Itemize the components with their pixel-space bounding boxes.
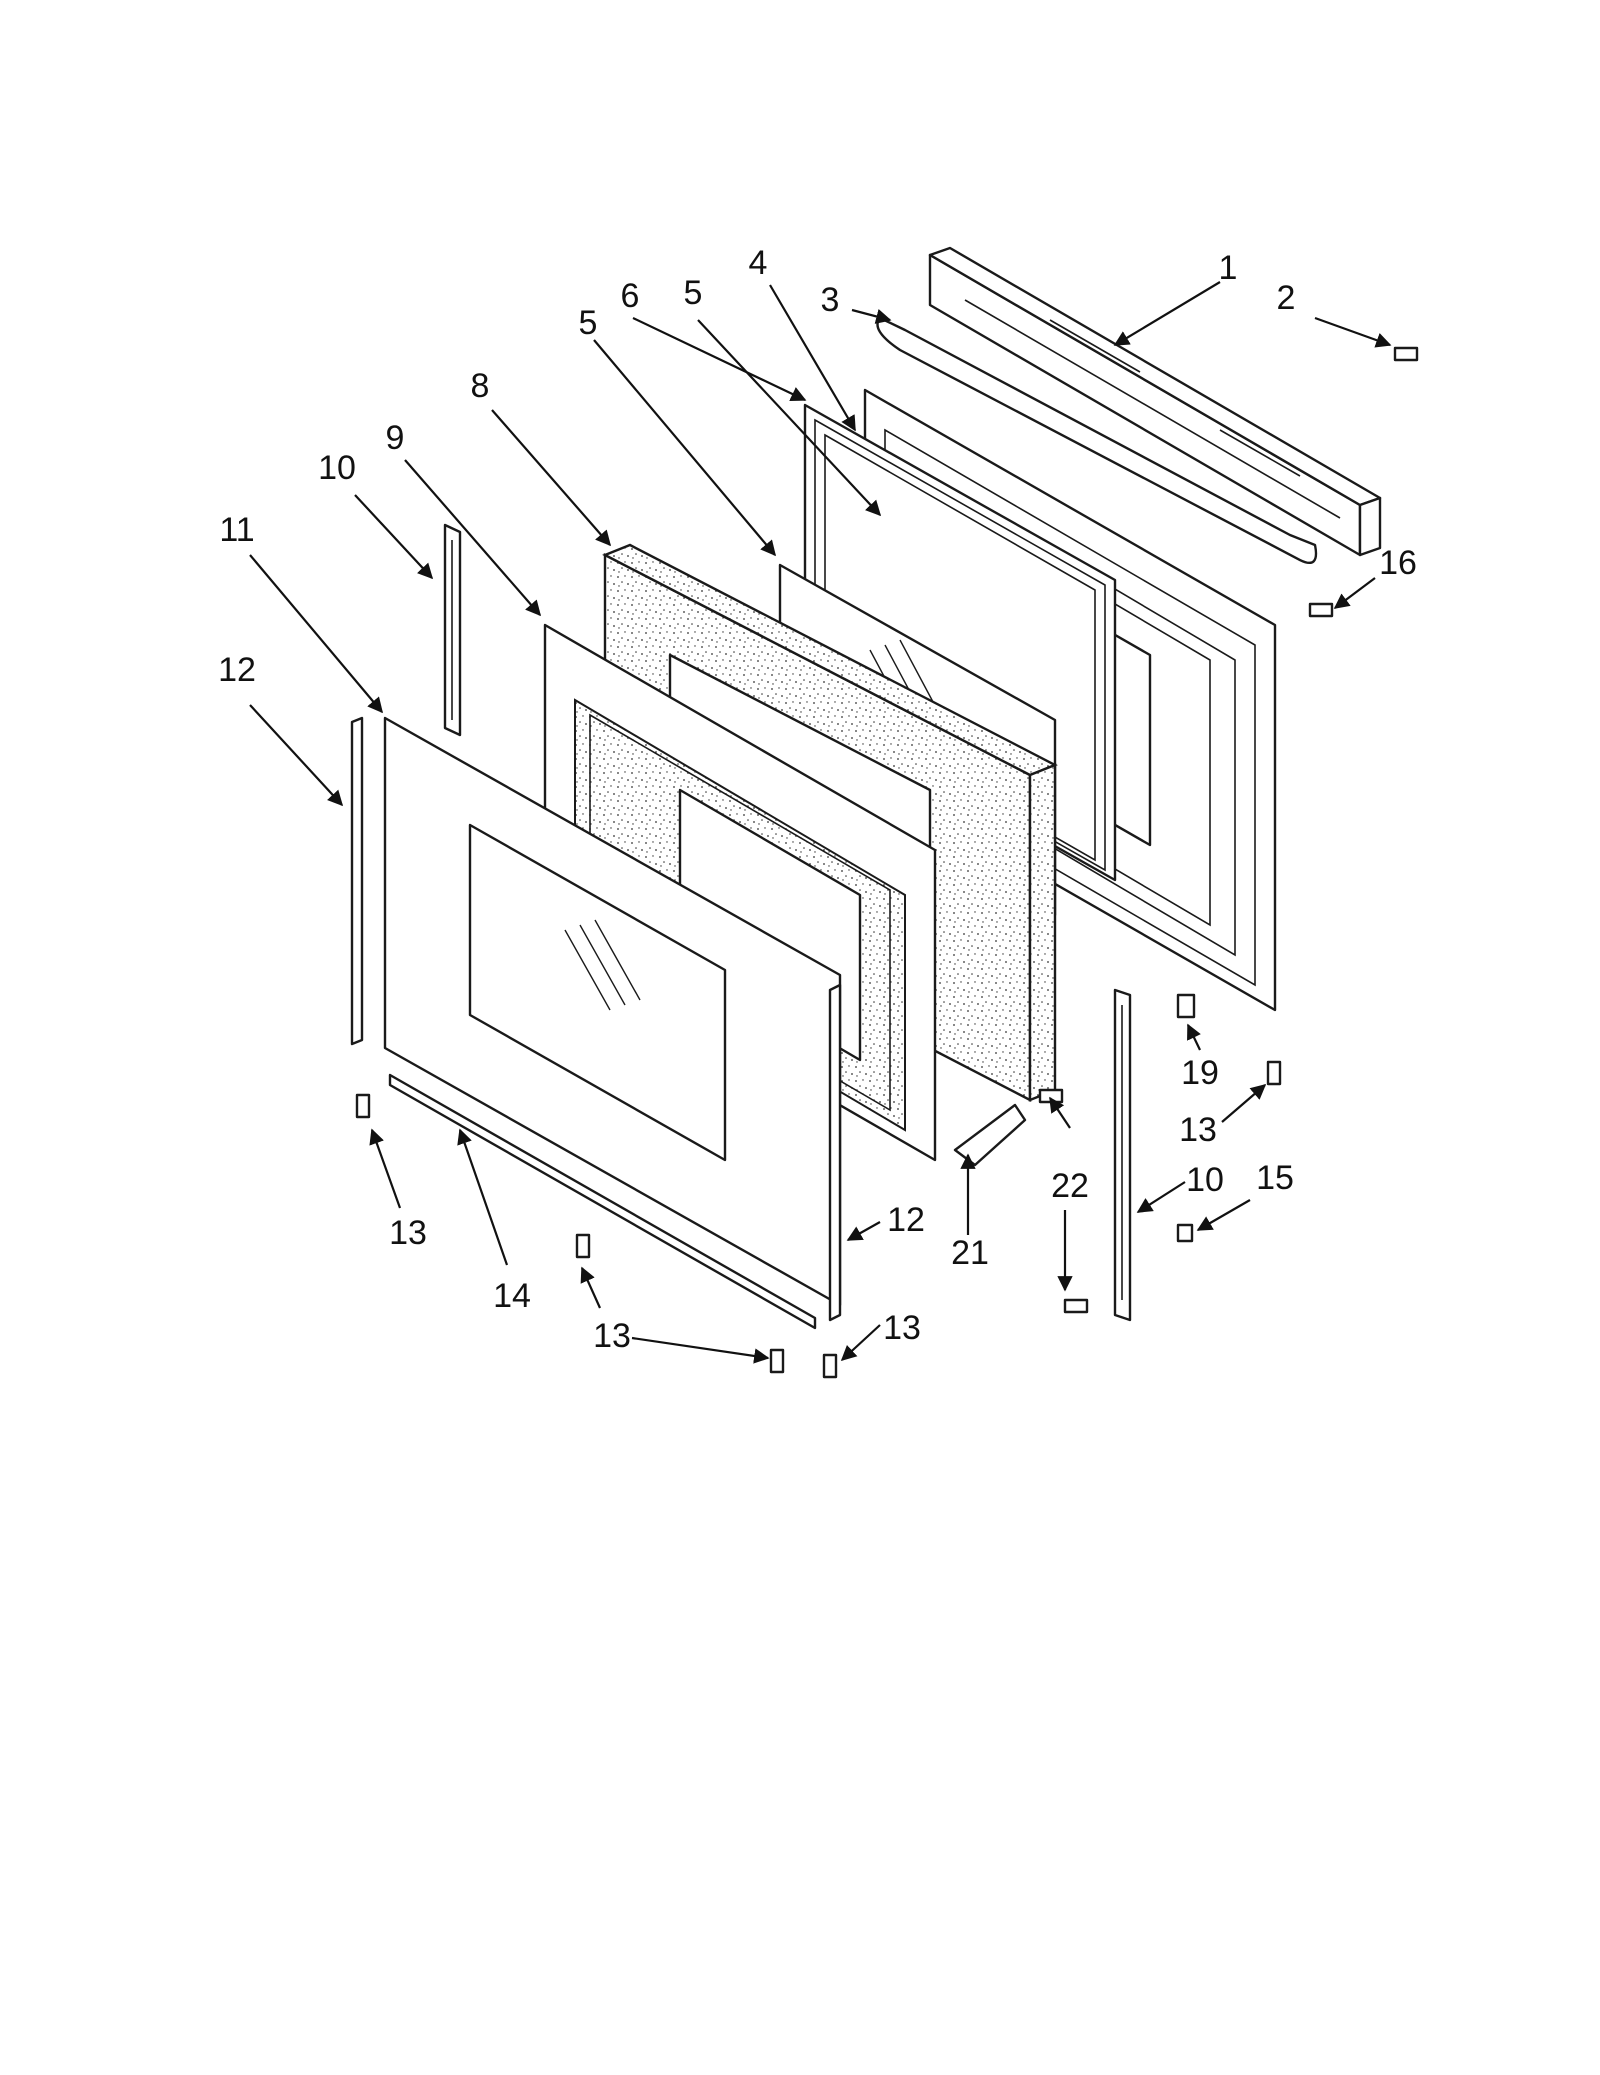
callout-5a: 5 — [579, 304, 598, 342]
part-14-bottom-trim — [388, 1073, 817, 1330]
callout-13b: 13 — [593, 1317, 631, 1355]
part-11-outer-door — [383, 716, 842, 1307]
callout-22: 22 — [1051, 1167, 1089, 1205]
callout-19: 19 — [1181, 1054, 1219, 1092]
callout-9: 9 — [386, 419, 405, 457]
part-19-clip — [1176, 993, 1196, 1019]
callout-13a: 13 — [389, 1214, 427, 1252]
screw-13-b — [575, 1233, 591, 1259]
screw-13-e — [1266, 1060, 1282, 1086]
callout-14: 14 — [493, 1277, 531, 1315]
screw-parts — [355, 346, 1419, 1379]
part-12a-side-trim-left — [350, 716, 364, 1046]
callout-16: 16 — [1379, 544, 1417, 582]
callout-13c: 13 — [883, 1309, 921, 1347]
callout-1: 1 — [1219, 249, 1238, 287]
part-10b-hinge-right — [1113, 988, 1132, 1322]
screw-13-d — [822, 1353, 838, 1379]
part-10a-hinge-left — [443, 523, 462, 737]
callout-4: 4 — [749, 244, 768, 282]
callout-21: 21 — [951, 1234, 989, 1272]
part-1-door-trim — [928, 246, 1382, 557]
callout-10b: 10 — [1186, 1161, 1224, 1199]
callout-5b: 5 — [684, 274, 703, 312]
leader-lines — [249, 281, 1392, 1364]
part-3-end-cap — [876, 316, 1318, 565]
part-15-clip — [1176, 1223, 1194, 1243]
callout-12b: 12 — [887, 1201, 925, 1239]
callout-6: 6 — [621, 277, 640, 315]
callout-3: 3 — [821, 281, 840, 319]
screw-16 — [1308, 602, 1334, 618]
part-12b-side-trim-right — [828, 983, 842, 1322]
screw-13-a — [355, 1093, 371, 1119]
part-21-bracket — [953, 1103, 1027, 1167]
screw-22-b — [1063, 1298, 1089, 1314]
screw-2 — [1393, 346, 1419, 362]
callout-8: 8 — [471, 367, 490, 405]
screw-13-c — [769, 1348, 785, 1374]
callout-10a: 10 — [318, 449, 356, 487]
callout-11: 11 — [219, 511, 254, 549]
callout-12a: 12 — [218, 651, 256, 689]
callout-15: 15 — [1256, 1159, 1294, 1197]
callout-2: 2 — [1277, 279, 1296, 317]
callout-13d: 13 — [1179, 1111, 1217, 1149]
callout-labels: 1 2 3 4 5 6 5 8 9 10 11 12 13 14 13 13 1… — [218, 244, 1417, 1355]
